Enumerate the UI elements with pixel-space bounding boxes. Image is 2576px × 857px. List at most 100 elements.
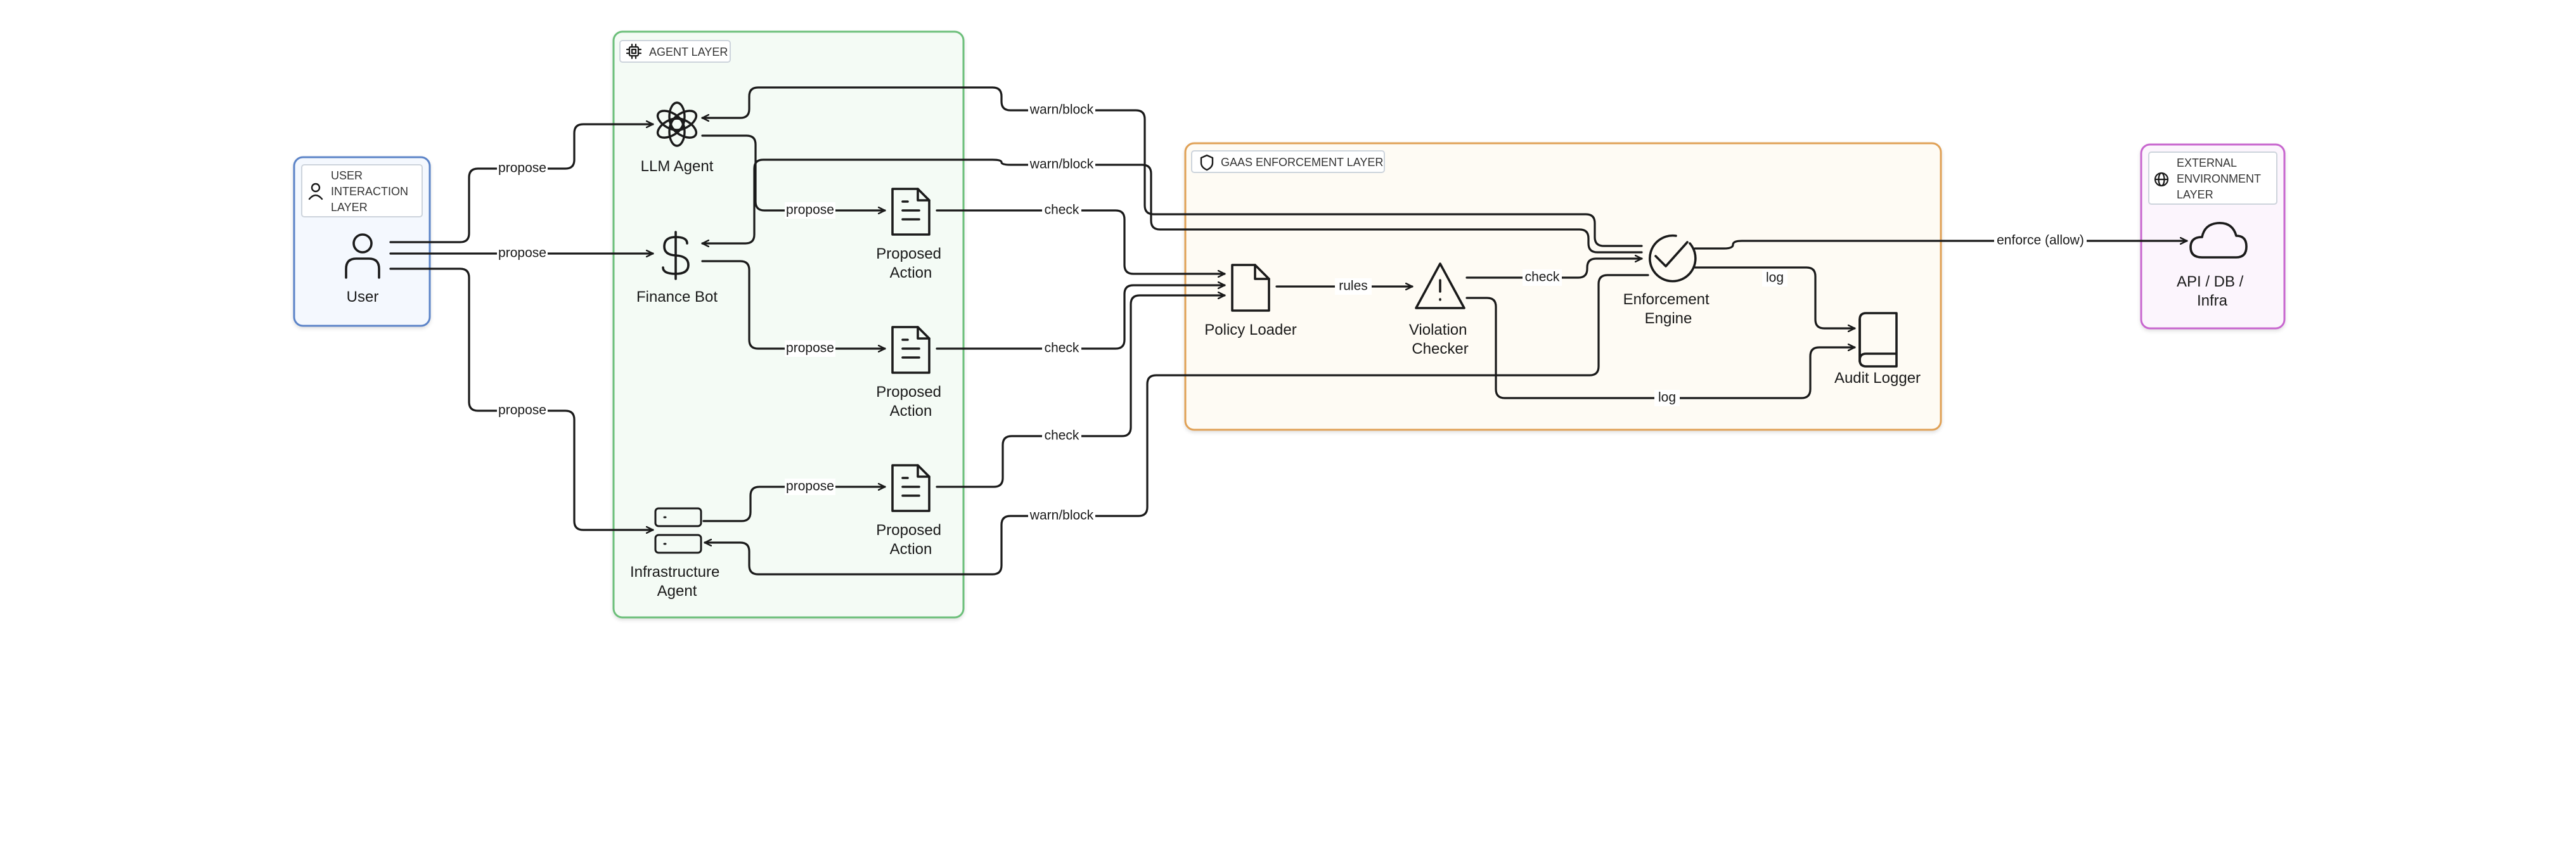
node-proposed-action-1[interactable]: Proposed Action bbox=[876, 188, 945, 281]
label-warn-infra: warn/block bbox=[1028, 508, 1095, 524]
svg-text:Enforcement Engine: Enforcement Engine bbox=[1623, 291, 1714, 327]
svg-text:Proposed Action: Proposed Action bbox=[876, 522, 945, 558]
server-icon bbox=[654, 507, 702, 554]
label-warn-llm: warn/block bbox=[1028, 102, 1095, 119]
node-label: Audit Logger bbox=[1834, 370, 1921, 387]
svg-text:enforce (allow): enforce (allow) bbox=[1997, 233, 2084, 248]
shield-icon bbox=[1200, 154, 1214, 171]
label-user-to-infra: propose bbox=[497, 403, 548, 419]
label-user-to-llm: propose bbox=[497, 160, 548, 177]
edge-action-2-check bbox=[936, 285, 1226, 350]
svg-text:warn/block: warn/block bbox=[1029, 103, 1094, 117]
svg-text:log: log bbox=[1766, 271, 1784, 285]
external-layer-title-line-3: LAYER bbox=[2177, 188, 2213, 201]
node-proposed-action-2[interactable]: Proposed Action bbox=[876, 326, 945, 420]
globe-icon bbox=[2154, 172, 2169, 187]
node-user[interactable]: User bbox=[345, 233, 380, 306]
svg-text:check: check bbox=[1045, 203, 1079, 217]
cpu-chip-icon bbox=[626, 43, 642, 60]
label-finance-to-action-2: propose bbox=[785, 340, 835, 357]
node-label-line-2: Action bbox=[890, 403, 932, 420]
user-layer-title-line-2: INTERACTION bbox=[331, 185, 408, 198]
label-action-1-check: check bbox=[1042, 202, 1081, 219]
node-label: User bbox=[347, 288, 379, 306]
svg-text:propose: propose bbox=[498, 403, 546, 418]
node-enforcement-engine[interactable]: Enforcement Engine bbox=[1623, 234, 1714, 327]
agent-layer-title: AGENT LAYER bbox=[649, 46, 728, 58]
user-layer-title-line-1: USER bbox=[331, 169, 363, 182]
node-policy-loader[interactable]: Policy Loader bbox=[1204, 264, 1297, 338]
user-layer-title-line-3: LAYER bbox=[331, 201, 368, 214]
document-icon bbox=[891, 326, 931, 374]
svg-text:propose: propose bbox=[786, 341, 834, 356]
node-label: Finance Bot bbox=[636, 288, 718, 306]
edge-enforce-allow bbox=[1694, 241, 2188, 250]
svg-text:EXTERNAL ENVIRONMENT: EXTERNAL ENVIRONMENT LAYER bbox=[2177, 157, 2264, 201]
edge-action-3-check bbox=[936, 295, 1226, 488]
book-icon bbox=[1858, 312, 1898, 368]
edge-infra-to-action-3 bbox=[702, 487, 886, 522]
node-label-line-1: API / DB / bbox=[2177, 273, 2244, 290]
edge-llm-to-action-1 bbox=[701, 134, 886, 210]
svg-text:Proposed Action: Proposed Action bbox=[876, 383, 945, 420]
svg-text:log: log bbox=[1658, 390, 1676, 405]
node-label-line-1: Violation bbox=[1409, 321, 1467, 338]
label-checker-log: log bbox=[1654, 390, 1680, 406]
svg-text:Proposed Action: Proposed Action bbox=[876, 245, 945, 281]
user-interaction-layer: USER INTERACTION LAYER bbox=[293, 156, 431, 327]
node-label-line-2: Infra bbox=[2197, 292, 2228, 309]
node-label: Policy Loader bbox=[1204, 321, 1296, 338]
edge-engine-log bbox=[1694, 266, 1856, 328]
node-api-db-infra[interactable]: API / DB / Infra bbox=[2177, 222, 2248, 309]
node-label-line-2: Action bbox=[890, 264, 932, 281]
node-finance-bot[interactable]: Finance Bot bbox=[636, 231, 718, 306]
svg-text:warn/block: warn/block bbox=[1029, 157, 1094, 172]
label-action-2-check: check bbox=[1042, 340, 1081, 357]
node-infra-agent[interactable]: Infrastructure Agent bbox=[630, 507, 724, 600]
svg-text:propose: propose bbox=[786, 203, 834, 217]
node-label-line-2: Agent bbox=[657, 583, 697, 600]
node-label-line-1: Enforcement bbox=[1623, 291, 1710, 308]
edge-action-1-check bbox=[936, 209, 1226, 274]
node-proposed-action-3[interactable]: Proposed Action bbox=[876, 464, 945, 558]
label-action-3-check: check bbox=[1042, 428, 1081, 444]
label-engine-log: log bbox=[1762, 270, 1787, 287]
svg-text:Infrastructure Agent: Infrastructure Agent bbox=[630, 564, 724, 600]
file-icon bbox=[1231, 264, 1270, 312]
check-circle-icon bbox=[1649, 234, 1697, 283]
user-outline-icon bbox=[308, 183, 323, 200]
node-violation-checker[interactable]: Violation Checker bbox=[1409, 262, 1471, 358]
svg-text:USER INTERACTION L: USER INTERACTION LAYER bbox=[331, 169, 411, 214]
svg-text:warn/block: warn/block bbox=[1029, 508, 1094, 523]
node-label: LLM Agent bbox=[641, 158, 714, 175]
label-loader-rules: rules bbox=[1335, 278, 1372, 295]
external-layer-title-line-2: ENVIRONMENT bbox=[2177, 172, 2261, 185]
edge-finance-to-action-2 bbox=[701, 260, 886, 349]
svg-text:check: check bbox=[1525, 270, 1560, 285]
cloud-icon bbox=[2189, 222, 2248, 259]
svg-text:Violation Checker: Violation Checker bbox=[1409, 321, 1471, 358]
node-llm-agent[interactable]: LLM Agent bbox=[641, 101, 714, 175]
edge-checker-check bbox=[1465, 259, 1643, 279]
node-audit-logger[interactable]: Audit Logger bbox=[1834, 312, 1921, 387]
label-warn-finance: warn/block bbox=[1028, 157, 1095, 173]
node-label-line-1: Infrastructure bbox=[630, 564, 719, 581]
label-llm-to-action-1: propose bbox=[785, 202, 835, 219]
edge-labels: propose propose propose propose propose … bbox=[497, 102, 2087, 524]
svg-text:propose: propose bbox=[498, 246, 546, 261]
document-icon bbox=[891, 188, 931, 236]
dollar-icon bbox=[662, 231, 690, 280]
node-label-line-2: Action bbox=[890, 541, 932, 558]
label-enforce-allow: enforce (allow) bbox=[1994, 233, 2087, 249]
label-user-to-finance: propose bbox=[497, 245, 548, 262]
warning-icon bbox=[1415, 262, 1465, 309]
node-label-line-1: Proposed bbox=[876, 245, 941, 262]
node-label-line-1: Proposed bbox=[876, 522, 941, 539]
node-label-line-2: Engine bbox=[1645, 310, 1692, 327]
external-environment-layer: EXTERNAL ENVIRONMENT LAYER bbox=[2140, 143, 2286, 330]
document-icon bbox=[891, 464, 931, 512]
external-layer-title-line-1: EXTERNAL bbox=[2177, 157, 2237, 169]
svg-text:propose: propose bbox=[786, 479, 834, 494]
agent-layer: AGENT LAYER bbox=[612, 30, 965, 619]
